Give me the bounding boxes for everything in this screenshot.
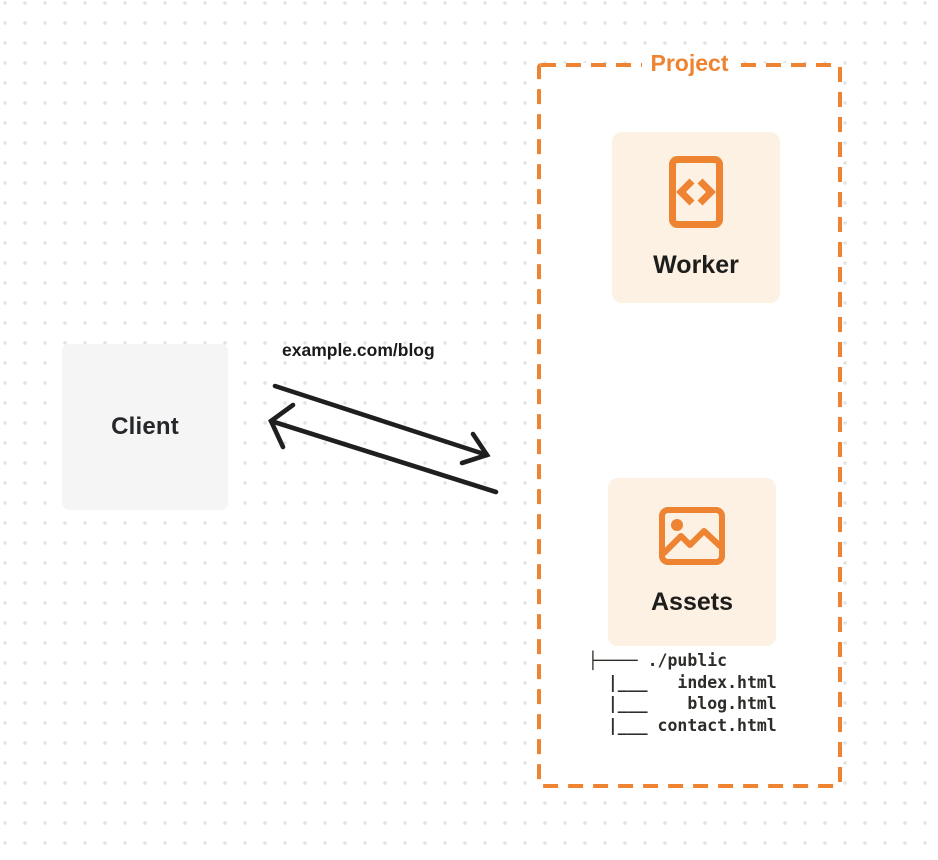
project-label: Project: [641, 49, 738, 77]
assets-node: Assets: [608, 478, 776, 646]
tree-file-contact: |___ contact.html: [588, 715, 777, 735]
request-arrow-line: [272, 383, 490, 458]
project-container: Project Worker Assets ├──── ./public |__…: [537, 49, 842, 788]
request-url-label: example.com/blog: [282, 340, 435, 360]
tree-file-index: |___ index.html: [588, 672, 777, 692]
worker-node: Worker: [612, 132, 780, 303]
worker-label: Worker: [653, 250, 739, 279]
client-label: Client: [111, 413, 179, 440]
project-dashed-border: [537, 63, 842, 788]
tree-file-blog: |___ blog.html: [588, 694, 777, 713]
code-document-icon: [669, 155, 723, 228]
picture-icon: [659, 507, 725, 565]
client-node: Client: [62, 344, 228, 510]
tree-root-public: ├──── ./public: [588, 651, 728, 670]
response-arrowhead-icon: [268, 402, 296, 450]
request-arrowhead-icon: [459, 431, 491, 466]
response-arrow-line: [268, 418, 499, 495]
assets-file-tree: ├──── ./public |___ index.html |___ blog…: [588, 650, 777, 736]
assets-label: Assets: [651, 588, 733, 616]
